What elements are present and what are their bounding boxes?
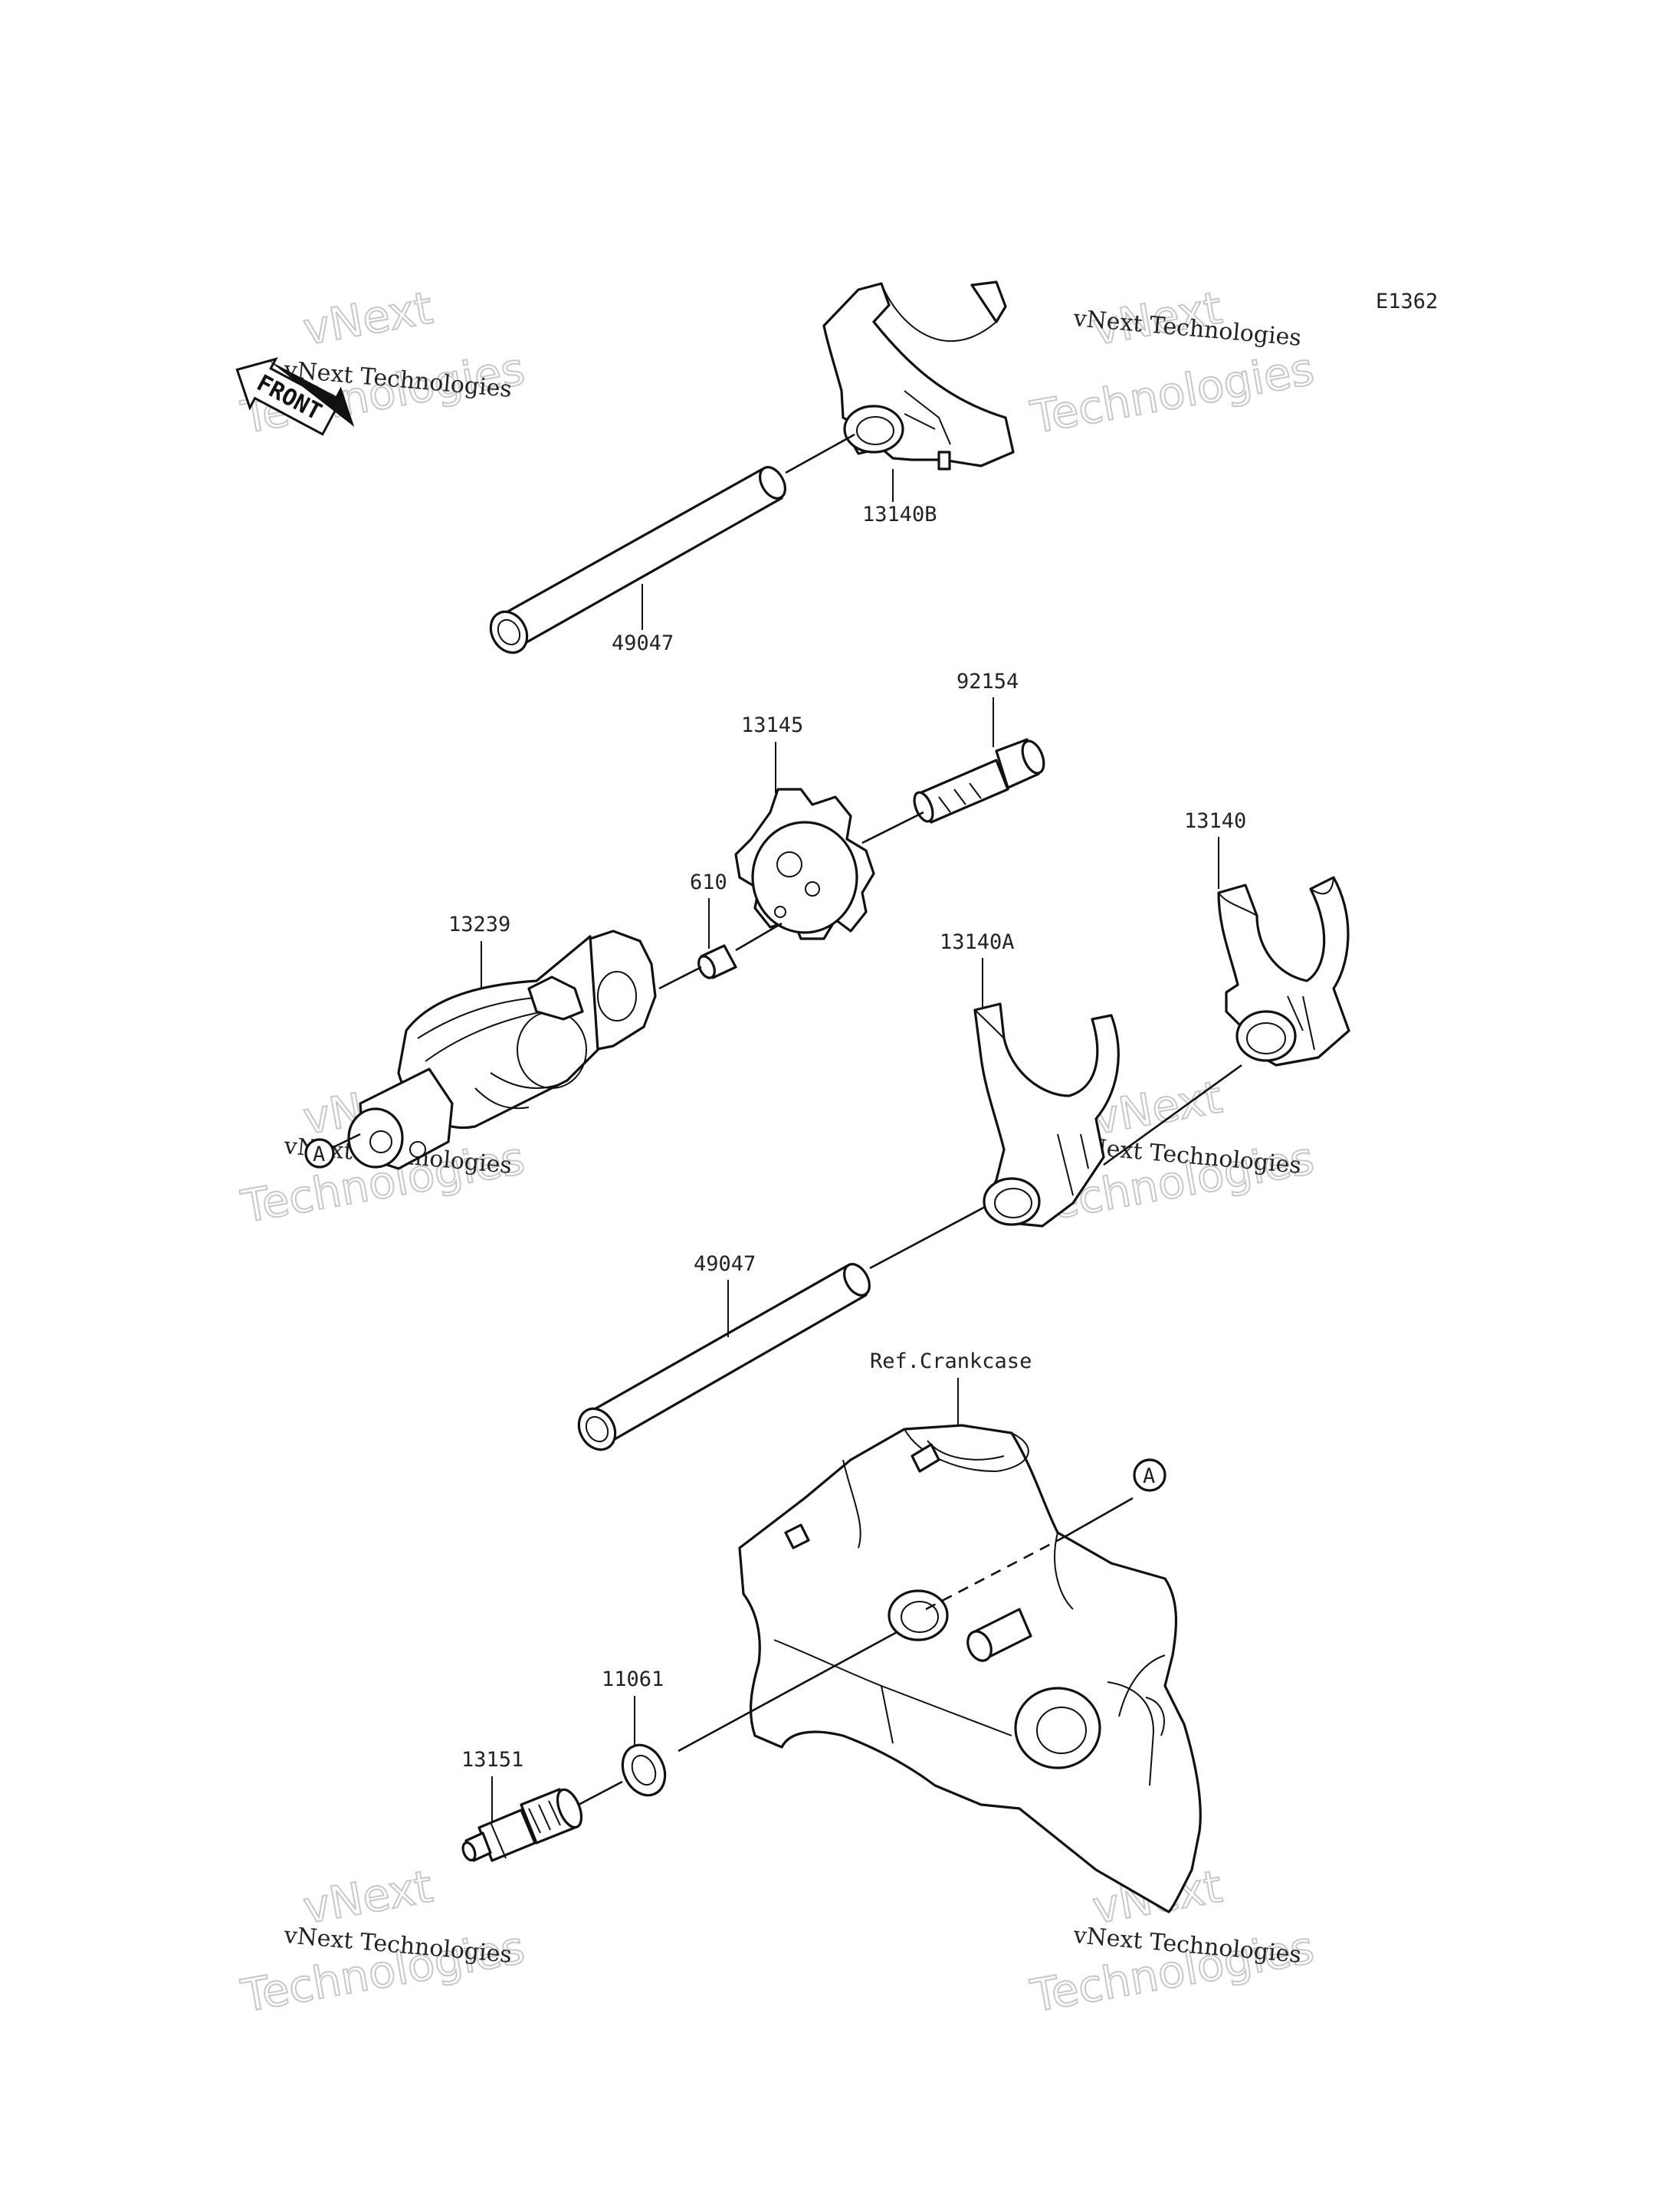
star-plate-13145 — [734, 788, 875, 940]
label-13151: 13151 — [461, 1748, 523, 1772]
label-11061: 11061 — [602, 1667, 664, 1691]
leader-washer-crankcase — [678, 1631, 897, 1753]
leader-switch-washer — [578, 1780, 623, 1806]
leader-crankcase-a-solid — [1065, 1497, 1134, 1538]
marker-a-crankcase — [1133, 1458, 1166, 1492]
crankcase-reference — [738, 1424, 1202, 1913]
shift-fork-13140b — [822, 280, 1015, 471]
leader-shaft-upper-fork — [785, 433, 855, 474]
label-ref-crankcase: Ref.Crankcase — [870, 1349, 1032, 1373]
label-13239: 13239 — [448, 913, 510, 936]
label-13145: 13145 — [741, 713, 803, 737]
leader-crankcase-a-dashed — [925, 1535, 1066, 1611]
shift-fork-13140 — [1217, 876, 1350, 1067]
label-92154: 92154 — [956, 670, 1019, 694]
front-arrow-icon: FRONT — [235, 357, 355, 436]
watermark-top-left: vNext Technologies vNext Technologies — [237, 280, 530, 444]
shaft-49047-lower — [577, 1263, 871, 1451]
watermark-top-right: vNext Technologies vNext Technologies — [1026, 280, 1319, 444]
marker-a-drum — [304, 1138, 335, 1169]
diagram-code: E1362 — [1376, 290, 1438, 313]
leader-fork-a-fork — [1103, 1064, 1242, 1166]
pin-610 — [697, 944, 737, 979]
neutral-switch-13151 — [461, 1788, 583, 1862]
bolt-92154 — [913, 738, 1045, 824]
label-49047-upper: 49047 — [612, 631, 674, 655]
leader-pin-star — [735, 922, 783, 952]
marker-a-crankcase-letter: A — [1143, 1464, 1155, 1488]
shift-drum-13239 — [347, 930, 657, 1170]
washer-11061 — [621, 1743, 667, 1797]
marker-a-drum-letter: A — [313, 1143, 325, 1166]
label-610: 610 — [690, 871, 727, 894]
leader-bolt-star — [861, 811, 924, 844]
label-13140: 13140 — [1184, 809, 1246, 833]
leader-shaft-lower-fork — [869, 1205, 986, 1270]
label-13140a: 13140A — [940, 930, 1015, 954]
shift-fork-13140a — [973, 1002, 1120, 1228]
leader-marker-a-drum — [333, 1133, 361, 1149]
label-49047-lower: 49047 — [694, 1252, 756, 1276]
label-13140b: 13140B — [862, 503, 937, 526]
svg-text:Technologies: Technologies — [1027, 343, 1318, 444]
watermark-bottom-left: vNext Technologies vNext Technologies — [237, 1859, 530, 2023]
svg-text:vNext: vNext — [300, 1860, 437, 1933]
svg-text:vNext: vNext — [300, 281, 437, 355]
leader-drum-pin — [658, 966, 702, 990]
shaft-49047-upper — [489, 466, 786, 654]
